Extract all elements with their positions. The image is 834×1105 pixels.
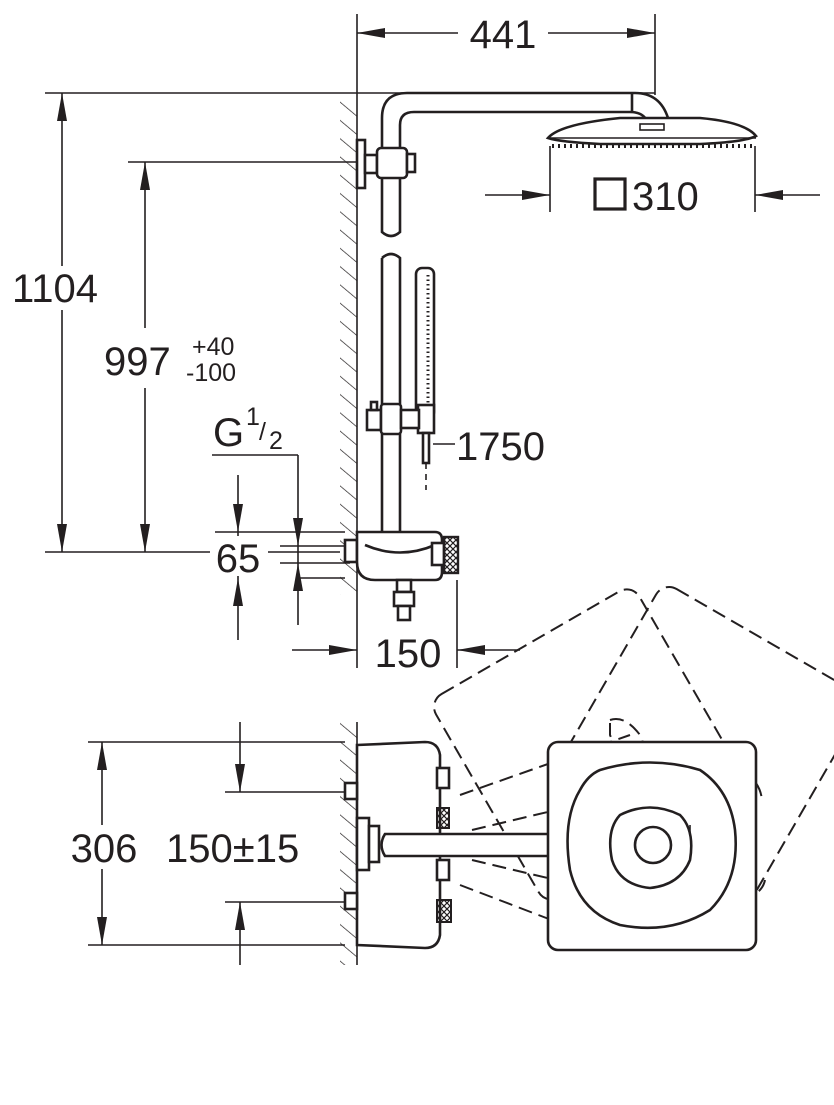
- hand-shower-slider: [365, 400, 421, 436]
- dimension-997-tol-plus: +40: [192, 333, 234, 361]
- dimension-1104: 1104: [2, 92, 655, 553]
- dimension-150-label: 150: [375, 632, 442, 676]
- head-shower-plan: [546, 740, 758, 952]
- dimension-1750: 1750: [433, 425, 545, 469]
- dimension-150-15: 150±15: [166, 722, 345, 965]
- dimension-150-15-label: 150±15: [166, 827, 299, 871]
- dimension-997: 997 +40 -100: [100, 161, 365, 552]
- dimension-441: 441: [356, 12, 656, 100]
- dimension-65-label: 65: [216, 537, 261, 581]
- dimension-306-label: 306: [71, 827, 138, 871]
- dimension-997-label: 997: [104, 340, 171, 384]
- dimension-1750-label: 1750: [456, 425, 545, 469]
- dimension-997-tol-minus: -100: [186, 359, 236, 387]
- dimension-441-label: 441: [470, 13, 537, 57]
- dimension-1104-label: 1104: [12, 267, 98, 311]
- connection-thread-num: 1: [246, 403, 260, 431]
- wall-plan: [340, 722, 358, 965]
- dimension-306: 306: [60, 741, 345, 946]
- dimension-65: 65: [210, 475, 350, 640]
- wall-hatch-icon: [340, 100, 358, 595]
- dimension-310: 310: [485, 146, 820, 219]
- dimension-150: 150: [292, 580, 520, 676]
- dimension-310-label: 310: [632, 175, 699, 219]
- connection-thread-slash: /: [259, 418, 266, 446]
- connection-thread-g: G: [213, 411, 244, 455]
- head-shower: [545, 116, 758, 148]
- connection-thread-den: 2: [269, 427, 283, 455]
- connection-thread-label: G 1 / 2: [212, 403, 303, 625]
- hand-shower: [414, 266, 436, 490]
- thermostat-mixer-side: [343, 530, 460, 622]
- square-symbol-icon: [593, 177, 627, 211]
